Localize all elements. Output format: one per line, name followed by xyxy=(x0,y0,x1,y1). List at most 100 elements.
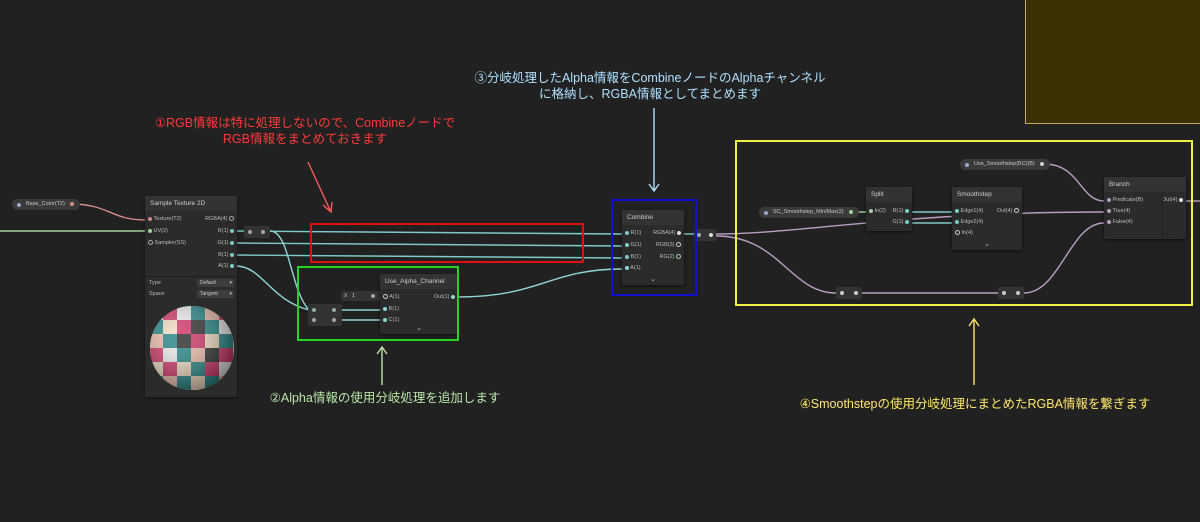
annotation-2: ②Alpha情報の使用分岐処理を追加します xyxy=(235,390,535,406)
input-b[interactable]: B(1) xyxy=(625,253,641,262)
input-uv[interactable]: UV(2) xyxy=(148,227,168,236)
base-color-output-port-icon[interactable] xyxy=(70,201,75,206)
sample-texture-2d-node[interactable]: Sample Texture 2D Texture(T2) UV(2) Samp… xyxy=(145,196,237,397)
port-dot-icon xyxy=(230,240,234,245)
port-label: In(4) xyxy=(961,230,973,236)
output-r[interactable]: R(1) xyxy=(218,227,234,236)
chevron-down-icon[interactable]: ⌄ xyxy=(416,325,422,332)
output-rg[interactable]: RG(2) xyxy=(659,253,681,262)
port-label: Sampler(SS) xyxy=(154,240,187,246)
reroute-dot-icon xyxy=(312,318,316,322)
output-rgba[interactable]: RGBA(4) xyxy=(653,229,681,238)
reroute-dot-icon xyxy=(1002,291,1006,295)
use-smoothstep-property[interactable]: Use_Smoothstep(BC)(B) xyxy=(960,159,1051,170)
annotation-1: ①RGB情報は特に処理しないので、Combineノードで RGB情報をまとめてお… xyxy=(145,115,465,147)
combine-node[interactable]: Combine R(1) G(1) B(1) A(1) RGBA(4) RGB(… xyxy=(622,210,684,285)
input-edge1[interactable]: Edge1(4) xyxy=(955,207,983,216)
value-input[interactable]: 1 xyxy=(352,293,355,299)
output-a[interactable]: A(1) xyxy=(218,262,234,271)
type-dropdown-value: Default xyxy=(200,280,216,286)
port-label: R(1) xyxy=(630,230,642,236)
port-label: B(1) xyxy=(630,254,641,260)
input-in[interactable]: In(2) xyxy=(869,207,886,216)
annotation-3-line1: ③分岐処理したAlpha情報をCombineノードのAlphaチャンネル xyxy=(474,71,826,85)
chevron-down-icon[interactable]: ⌄ xyxy=(984,241,990,248)
sticky-note[interactable] xyxy=(1025,0,1200,124)
use-smoothstep-dot-icon xyxy=(965,162,969,167)
wire-bottom-to-false xyxy=(1023,222,1105,294)
port-label: A(1) xyxy=(218,263,229,269)
port-label: G(1) xyxy=(217,240,229,246)
output-rgba[interactable]: RGBA(4) xyxy=(205,215,234,224)
input-sampler[interactable]: Sampler(SS) xyxy=(148,239,186,248)
input-g[interactable]: G(1) xyxy=(625,241,642,250)
reroute-node[interactable] xyxy=(998,287,1024,299)
type-dropdown[interactable]: Default▾ xyxy=(197,279,234,287)
port-label: B(1) xyxy=(388,306,399,312)
port-label: G(1) xyxy=(630,242,642,248)
port-label: Edge2(4) xyxy=(960,219,984,225)
space-dropdown-value: Tangent xyxy=(200,291,218,297)
reroute-dot-icon xyxy=(332,318,336,322)
reroute-node[interactable] xyxy=(694,229,716,241)
port-label: A(1) xyxy=(389,294,400,300)
divider xyxy=(145,276,237,277)
sc-minmax-property[interactable]: SC_Smoothstep_Min/Max(2) xyxy=(759,207,860,218)
reroute-node[interactable] xyxy=(244,226,270,238)
output-r[interactable]: R(1) xyxy=(893,207,909,216)
smoothstep-node[interactable]: Smoothstep Edge1(4) Edge2(4) In(4) Out(4… xyxy=(952,187,1022,250)
green-highlight-box xyxy=(297,266,459,341)
reroute-dot-icon xyxy=(697,233,701,237)
yellow-arrow-icon xyxy=(968,317,980,385)
port-label: Edge1(4) xyxy=(960,208,984,214)
input-true[interactable]: True(4) xyxy=(1107,207,1130,216)
output-rgb[interactable]: RGB(3) xyxy=(656,241,681,250)
port-dot-icon xyxy=(383,306,387,311)
port-dot-icon xyxy=(676,254,681,260)
annotation-2-text: ②Alpha情報の使用分岐処理を追加します xyxy=(269,391,501,405)
branch-node[interactable]: Branch Predicate(B) True(4) False(4) Out… xyxy=(1104,177,1186,239)
base-color-dot-icon xyxy=(17,202,21,207)
base-color-property[interactable]: Base_Color(T2) xyxy=(12,199,81,210)
output-out[interactable]: Out(1) xyxy=(434,293,455,302)
reroute-dot-icon xyxy=(312,308,316,312)
input-in[interactable]: In(4) xyxy=(955,229,973,238)
chevron-down-icon[interactable]: ⌄ xyxy=(650,276,656,283)
split-node[interactable]: Split In(2) R(1) G(1) xyxy=(866,187,912,231)
space-dropdown[interactable]: Tangent▾ xyxy=(197,290,234,298)
port-dot-icon xyxy=(148,228,152,233)
port-dot-icon xyxy=(451,294,455,299)
input-texture[interactable]: Texture(T2) xyxy=(148,215,182,224)
sc-minmax-output-port-icon[interactable] xyxy=(849,209,854,214)
divider xyxy=(1162,192,1163,239)
output-out[interactable]: Out(4) xyxy=(997,207,1019,216)
output-b[interactable]: B(1) xyxy=(218,251,234,260)
output-g[interactable]: G(1) xyxy=(892,218,909,227)
wire-reroute-top xyxy=(269,230,310,311)
input-edge2[interactable]: Edge2(4) xyxy=(955,218,983,227)
value-field[interactable]: X 1 xyxy=(341,291,383,301)
output-g[interactable]: G(1) xyxy=(217,239,234,248)
input-a[interactable]: A(1) xyxy=(625,264,641,273)
port-dot-icon xyxy=(383,294,388,300)
port-dot-icon xyxy=(625,230,629,235)
port-dot-icon xyxy=(230,263,234,268)
input-r[interactable]: R(1) xyxy=(625,229,641,238)
input-false[interactable]: False(4) xyxy=(1107,218,1133,227)
input-b[interactable]: B(1) xyxy=(383,305,399,314)
output-out[interactable]: Out(4) xyxy=(1162,196,1183,205)
input-a[interactable]: A(1) xyxy=(383,293,400,302)
blue-highlight-box xyxy=(611,199,697,296)
reroute-node[interactable] xyxy=(836,287,862,299)
use-smoothstep-output-port-icon[interactable] xyxy=(1040,161,1045,166)
reroute-dot-icon xyxy=(261,230,265,234)
port-dot-icon xyxy=(229,216,234,222)
input-c[interactable]: C(1) xyxy=(383,316,399,325)
yellow-highlight-box xyxy=(735,140,1193,306)
reroute-node[interactable] xyxy=(308,304,342,326)
input-predicate[interactable]: Predicate(B) xyxy=(1107,196,1143,205)
use-alpha-channel-node[interactable]: Use_Alpha_Channel A(1) B(1) C(1) Out(1) … xyxy=(380,274,458,334)
branch-title: Branch xyxy=(1104,177,1186,192)
